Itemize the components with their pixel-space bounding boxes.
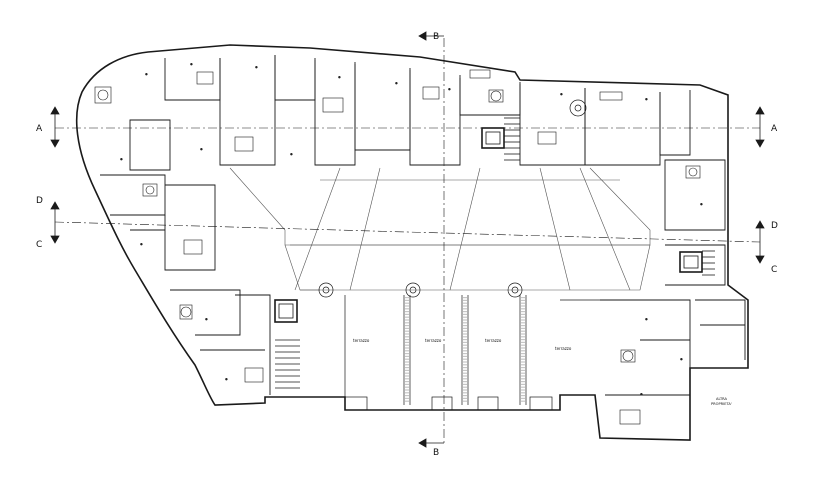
building-outline bbox=[75, 44, 749, 441]
section-label-a-right: A bbox=[771, 124, 778, 134]
stair-core-center bbox=[481, 117, 520, 161]
terrace-dividers bbox=[344, 295, 600, 411]
planter-hatching bbox=[405, 297, 525, 403]
svg-text:●: ● bbox=[395, 81, 398, 85]
terrace-label-4: terrazzo bbox=[555, 346, 572, 351]
section-label-d-left: D bbox=[36, 196, 43, 206]
svg-text:●: ● bbox=[145, 72, 148, 76]
svg-text:●: ● bbox=[645, 317, 648, 321]
property-note-line2: PROPRIETA' bbox=[711, 402, 732, 406]
svg-text:●: ● bbox=[680, 357, 683, 361]
courtyard bbox=[229, 167, 651, 291]
svg-text:●: ● bbox=[645, 97, 648, 101]
svg-text:●: ● bbox=[290, 152, 293, 156]
svg-text:●: ● bbox=[255, 65, 258, 69]
inner-walls bbox=[100, 55, 746, 440]
svg-text:●: ● bbox=[448, 87, 451, 91]
svg-text:●: ● bbox=[640, 392, 643, 396]
svg-text:●: ● bbox=[225, 377, 228, 381]
section-label-b-bottom: B bbox=[433, 448, 439, 458]
section-label-d-right: D bbox=[771, 221, 778, 231]
svg-text:●: ● bbox=[190, 62, 193, 66]
svg-text:●: ● bbox=[205, 317, 208, 321]
property-note-line1: ALTRA bbox=[716, 397, 728, 401]
furniture bbox=[94, 69, 701, 425]
svg-text:●: ● bbox=[140, 242, 143, 246]
stair-core-right bbox=[679, 244, 715, 276]
svg-text:●: ● bbox=[700, 202, 703, 206]
svg-text:●: ● bbox=[120, 157, 123, 161]
terrace-label-2: terrazzo bbox=[425, 338, 442, 343]
room-annotations: ● ● ● ● ● ● ● ● ● ● ● ● ● ● ● ● ● ● bbox=[120, 62, 703, 396]
svg-text:●: ● bbox=[560, 92, 563, 96]
svg-text:●: ● bbox=[338, 75, 341, 79]
stair-core-left bbox=[274, 299, 300, 389]
section-arrows bbox=[50, 31, 765, 448]
section-line-a-b-c-d bbox=[54, 38, 761, 443]
section-label-a-left: A bbox=[36, 124, 43, 134]
terrace-label-3: terrazzo bbox=[485, 338, 502, 343]
terrace-label-1: terrazzo bbox=[353, 338, 370, 343]
svg-text:●: ● bbox=[200, 147, 203, 151]
section-label-c-right: C bbox=[771, 265, 777, 275]
spiral-stairs bbox=[318, 99, 587, 298]
section-label-b-top: B bbox=[433, 32, 439, 42]
section-label-c-left: C bbox=[36, 240, 42, 250]
